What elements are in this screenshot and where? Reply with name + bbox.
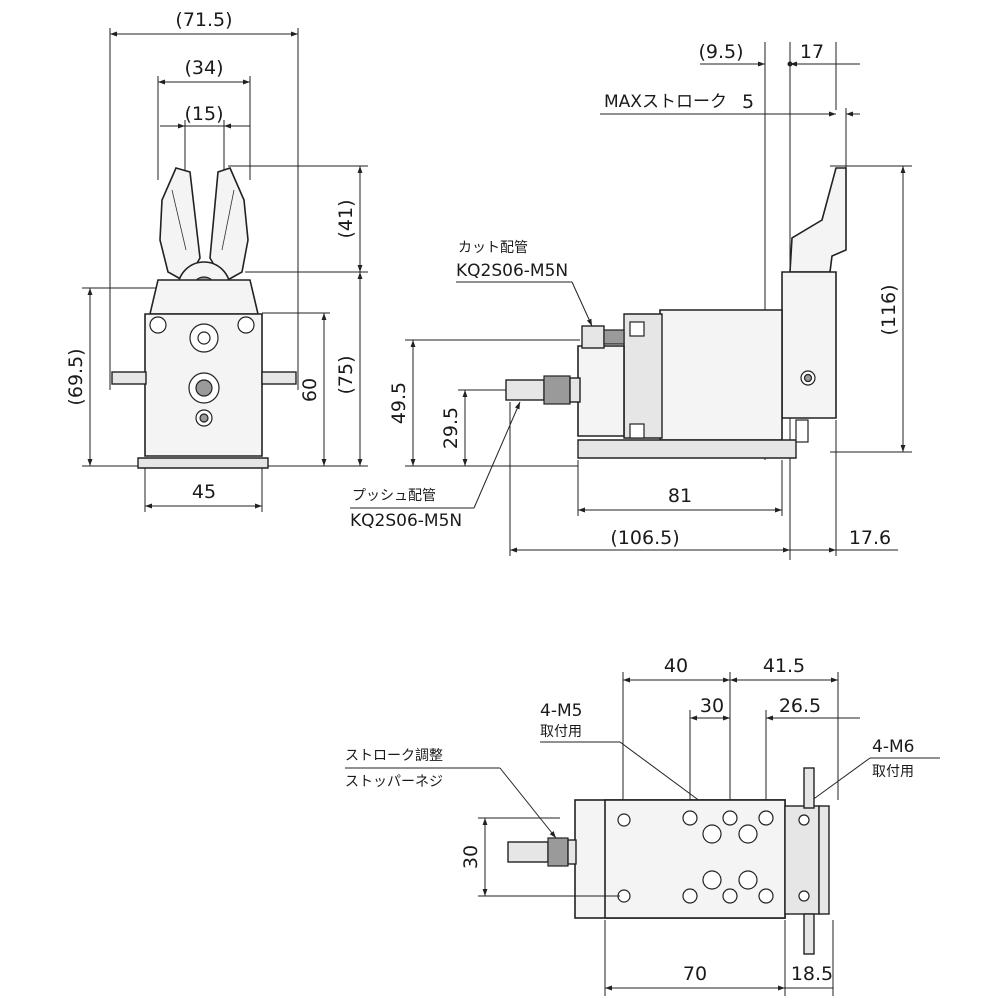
side-view: (9.5) 17 MAXストローク 5 (116) — [350, 41, 912, 560]
dim-height-49-5: 49.5 — [388, 382, 410, 424]
dim-top-left: (9.5) — [698, 41, 743, 63]
dim-length-17-6: 17.6 — [849, 527, 891, 549]
side-cylinder — [659, 309, 783, 441]
stopper-label-2: ストッパーネジ — [345, 774, 443, 790]
front-view: (71.5) (34) (15) (41) (69.5) 60 (75) — [65, 9, 368, 512]
dim-length-106-5: (106.5) — [610, 527, 679, 549]
side-mount-plate — [781, 271, 837, 419]
dim-height-75: (75) — [335, 355, 357, 394]
stopper-label-1: ストローク調整 — [345, 748, 443, 764]
max-stroke-value: 5 — [742, 91, 754, 113]
dim-height-60: 60 — [299, 378, 321, 402]
side-blade — [789, 167, 847, 273]
push-pipe-label: プッシュ配管 — [352, 488, 436, 504]
dim-width-total: (71.5) — [175, 9, 232, 31]
dim-length-81: 81 — [668, 485, 692, 507]
m5-sub: 取付用 — [540, 724, 582, 740]
m6-label: 4-M6 — [872, 737, 914, 757]
dim-26-5: 26.5 — [779, 695, 821, 717]
m5-label: 4-M5 — [540, 701, 582, 721]
dim-70: 70 — [683, 963, 707, 985]
dim-41-5: 41.5 — [763, 655, 805, 677]
cut-pipe-part: KQ2S06-M5N — [456, 261, 568, 281]
dim-height-total: (69.5) — [65, 348, 87, 405]
dim-width-tip: (15) — [184, 103, 223, 125]
dim-top-right: 17 — [800, 41, 824, 63]
dim-blade-height: (41) — [335, 199, 357, 238]
dim-40: 40 — [664, 655, 688, 677]
max-stroke-label: MAXストローク — [604, 92, 727, 112]
right-blade — [209, 167, 249, 284]
dim-base-width: 45 — [192, 481, 216, 503]
bottom-view: 40 41.5 30 26.5 4-M5 取付用 4-M6 取付用 ストローク調… — [345, 655, 940, 996]
cut-pipe-label: カット配管 — [458, 240, 528, 256]
dim-width-blades: (34) — [184, 57, 223, 79]
dim-30-top: 30 — [700, 695, 724, 717]
dim-height-116: (116) — [878, 284, 900, 335]
dim-18-5: 18.5 — [791, 963, 833, 985]
push-pipe-part: KQ2S06-M5N — [350, 511, 462, 531]
dim-30-side: 30 — [460, 845, 482, 869]
dim-height-29-5: 29.5 — [440, 407, 462, 449]
m6-sub: 取付用 — [872, 764, 914, 780]
